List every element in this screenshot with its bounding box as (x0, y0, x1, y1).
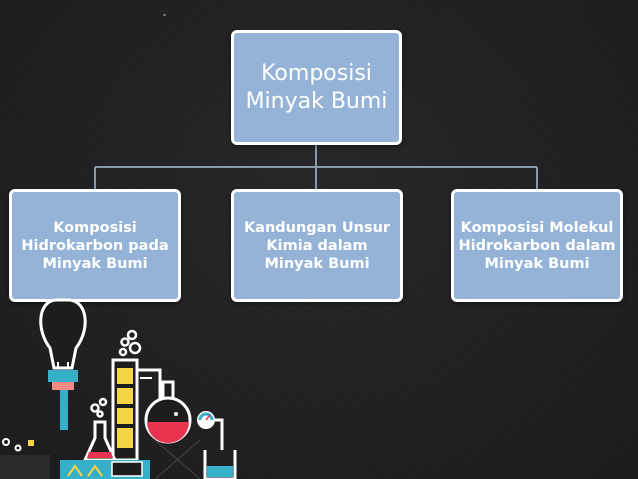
child-node-2-label: Kandungan Unsur Kimia dalam Minyak Bumi (243, 219, 391, 272)
root-node: Komposisi Minyak Bumi (231, 30, 402, 145)
laboratory-equipment-illustration (0, 298, 237, 479)
root-node-label: Komposisi Minyak Bumi (245, 60, 388, 114)
round-flask-icon (144, 380, 192, 444)
decorative-dot (163, 14, 166, 16)
gauge-icon (197, 411, 224, 450)
child-node-3-label: Komposisi Molekul Hidrokarbon dalam Miny… (458, 219, 616, 272)
child-node-3: Komposisi Molekul Hidrokarbon dalam Miny… (451, 189, 623, 302)
bubbles-icon (90, 329, 142, 418)
test-tube-icon (111, 358, 139, 462)
child-node-2: Kandungan Unsur Kimia dalam Minyak Bumi (231, 189, 403, 302)
lightbulb-icon (39, 298, 87, 370)
child-node-1-label: Komposisi Hidrokarbon pada Minyak Bumi (21, 219, 169, 272)
child-node-1: Komposisi Hidrokarbon pada Minyak Bumi (9, 189, 181, 302)
erlenmeyer-flask-icon (82, 420, 118, 462)
beaker-icon (203, 450, 237, 479)
